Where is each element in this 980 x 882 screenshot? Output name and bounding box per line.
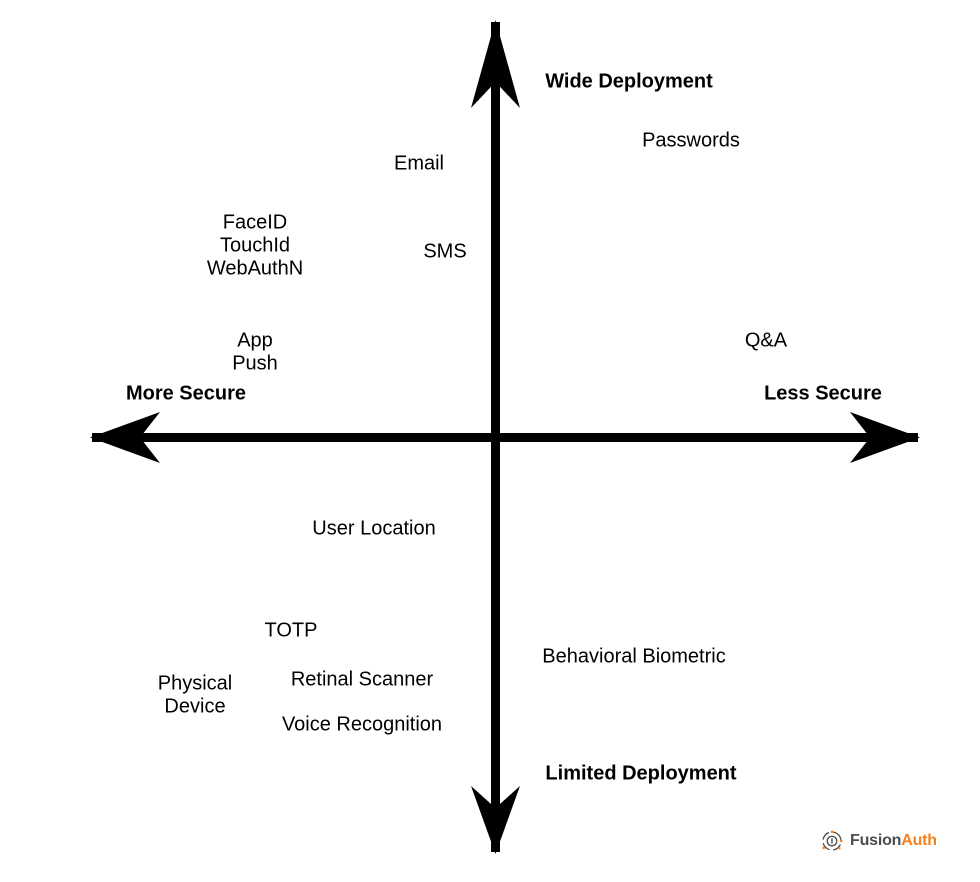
arrowhead-up-icon <box>471 20 520 108</box>
item-passwords: Passwords <box>642 129 740 152</box>
item-physical: Physical <box>157 672 233 695</box>
axis-label-limited-deployment: Limited Deployment <box>545 762 737 785</box>
axis-label-more-secure: More Secure <box>125 382 247 405</box>
item-touchid: TouchId <box>219 234 291 257</box>
arrowhead-right-icon <box>850 412 920 463</box>
fusionauth-wordmark: FusionAuth <box>850 833 937 849</box>
arrowhead-down-icon <box>471 786 520 854</box>
arrowhead-left-icon <box>90 412 160 463</box>
item-voice-recognition: Voice Recognition <box>281 713 443 736</box>
item-faceid: FaceID <box>222 211 288 234</box>
wordmark-auth: Auth <box>901 832 937 849</box>
item-retinal-scanner: Retinal Scanner <box>290 668 434 691</box>
item-app: App <box>237 329 273 352</box>
fusionauth-mark-icon <box>822 830 843 851</box>
axis-label-less-secure: Less Secure <box>764 382 882 405</box>
item-sms: SMS <box>423 240 467 263</box>
fusionauth-logo: FusionAuth <box>820 824 970 858</box>
item-totp: TOTP <box>264 619 318 642</box>
item-behavioral-biometric: Behavioral Biometric <box>542 645 726 668</box>
item-device: Device <box>164 695 226 718</box>
item-email: Email <box>393 152 445 175</box>
item-user-location: User Location <box>312 517 436 540</box>
axis-label-wide-deployment: Wide Deployment <box>545 70 713 93</box>
item-push: Push <box>232 352 278 375</box>
horizontal-axis-shaft <box>92 433 918 442</box>
item-webauthn: WebAuthN <box>206 257 304 280</box>
wordmark-fusion: Fusion <box>850 832 902 849</box>
item-qa: Q&A <box>744 329 788 352</box>
